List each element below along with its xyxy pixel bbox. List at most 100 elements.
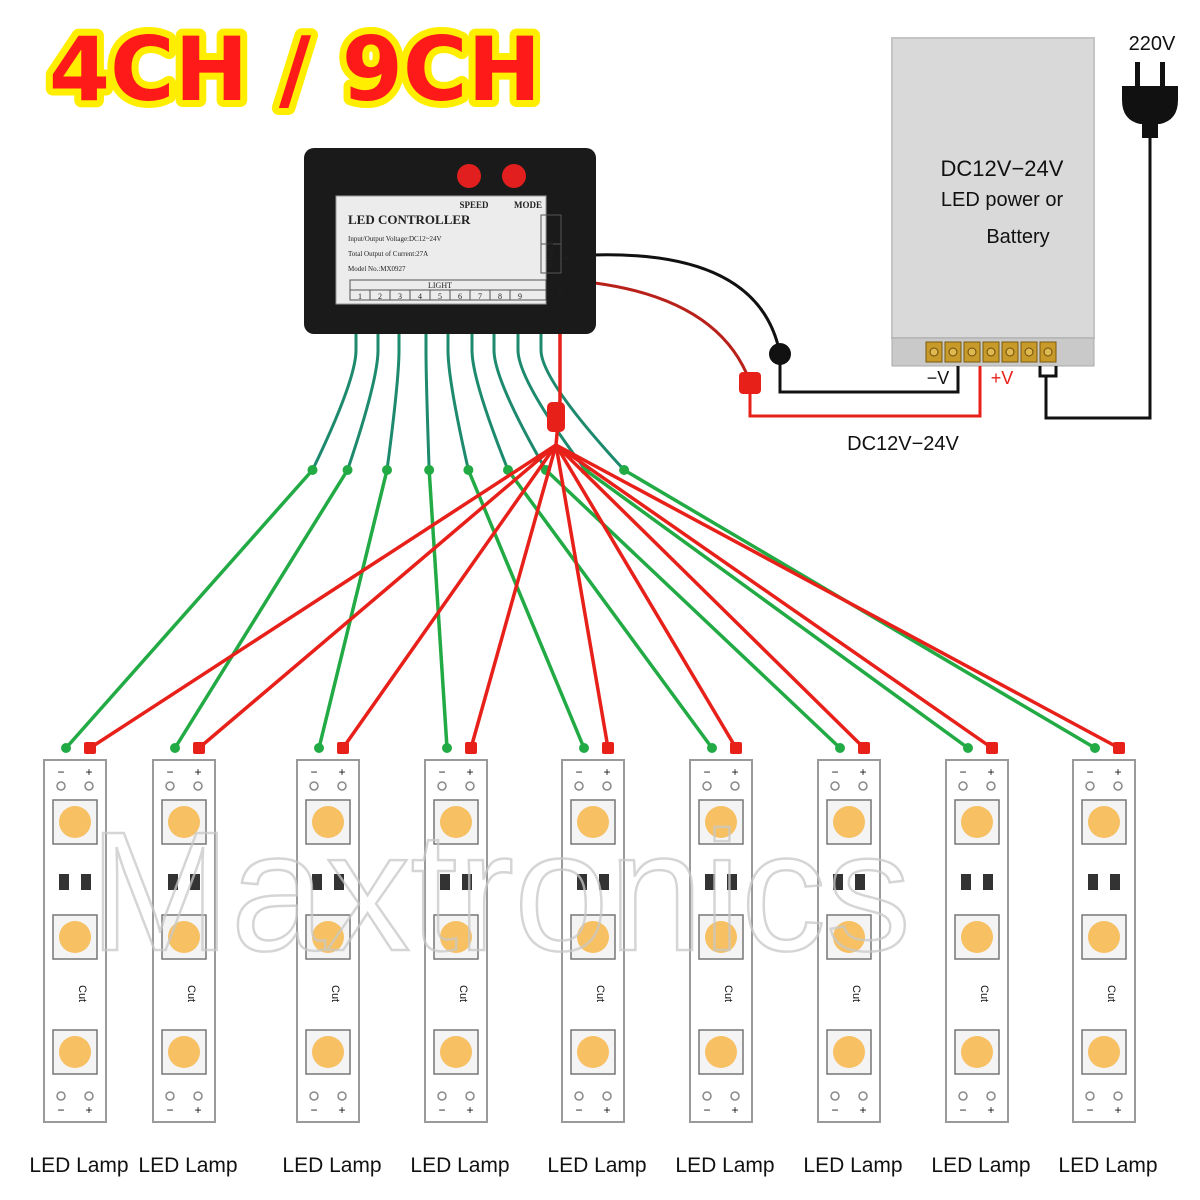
psu-pos-terminal-label: +V: [991, 368, 1014, 388]
channel-lead: [385, 334, 401, 471]
strip-minus-label: −: [310, 1103, 317, 1117]
watermark: Maxtronics: [89, 797, 911, 987]
speed-button-label: SPEED: [459, 200, 489, 210]
positive-wire: [89, 443, 557, 750]
led-strip: −+Cut−+LED Lamp: [29, 759, 129, 1177]
supply-wiring: DC12V−24V: [591, 253, 982, 455]
channel-number: 2: [378, 292, 382, 301]
strip-minus-label: −: [438, 765, 445, 779]
led-lamp-label: LED Lamp: [282, 1154, 381, 1177]
led-strip: −+Cut−+LED Lamp: [410, 759, 510, 1177]
controller-plus-terminal: +: [557, 289, 563, 300]
supply-voltage-label: DC12V−24V: [847, 433, 959, 455]
power-plus: +: [563, 254, 569, 265]
psu-terminal-block: [925, 341, 1057, 363]
strip-cut-mark: Cut: [185, 985, 197, 1002]
strip-plus-label: +: [466, 765, 473, 779]
strip-plus-label: +: [466, 1103, 473, 1117]
led-strip: −+Cut−+LED Lamp: [138, 759, 238, 1177]
channel-number: 9: [518, 292, 522, 301]
wire-joint: [382, 465, 392, 475]
psu-neg-terminal-label: −V: [927, 368, 950, 388]
led-chip: [961, 921, 993, 953]
led-chip: [312, 921, 344, 953]
mains-voltage-label: 220V: [1129, 33, 1176, 55]
led-lamp-label: LED Lamp: [675, 1154, 774, 1177]
negative-wire: [544, 468, 842, 750]
strip-plus-label: +: [85, 765, 92, 779]
psu-label-battery: Battery: [986, 226, 1049, 248]
wire-joint: [307, 465, 318, 475]
strip-pos-connector: [193, 742, 205, 754]
strip-pos-connector: [858, 742, 870, 754]
strip-pos-connector: [84, 742, 96, 754]
led-chip: [168, 1036, 200, 1068]
led-chip: [59, 806, 91, 838]
channel-number: 8: [498, 292, 502, 301]
black-wire-connector: [769, 343, 791, 365]
psu-label-type: LED power or: [941, 189, 1064, 211]
positive-wire: [555, 443, 993, 750]
led-lamp-label: LED Lamp: [29, 1154, 128, 1177]
strip-minus-label: −: [575, 1103, 582, 1117]
led-chip: [705, 921, 737, 953]
strip-plus-label: +: [731, 765, 738, 779]
led-chip: [1088, 806, 1120, 838]
strip-cut-mark: Cut: [850, 985, 862, 1002]
positive-wire: [554, 444, 610, 749]
led-lamp-label: LED Lamp: [410, 1154, 509, 1177]
strip-neg-connector: [442, 743, 452, 753]
strip-neg-connector: [835, 743, 845, 753]
strip-minus-label: −: [703, 1103, 710, 1117]
positive-wire: [555, 443, 1120, 750]
led-chip: [59, 921, 91, 953]
strip-plus-label: +: [194, 1103, 201, 1117]
led-chip: [577, 921, 609, 953]
strip-plus-label: +: [731, 1103, 738, 1117]
strip-neg-connector: [963, 743, 973, 753]
wire-joint: [619, 465, 630, 475]
led-chip: [577, 1036, 609, 1068]
led-chip: [1088, 921, 1120, 953]
channel-lead: [516, 334, 587, 471]
channel-number: 7: [478, 292, 482, 301]
strip-pos-connector: [986, 742, 998, 754]
led-chip: [833, 1036, 865, 1068]
controller-spec-current: Total Output of Current:27A: [348, 250, 428, 258]
negative-wire: [64, 468, 314, 750]
led-chip: [833, 806, 865, 838]
negative-wire: [584, 468, 970, 750]
red-wire-connector: [739, 372, 761, 394]
led-strips: − + Cut − + LED Lamp − + Cut − + LED Lamp − + Cut − + LED…: [29, 759, 1158, 1177]
led-chip: [577, 806, 609, 838]
strip-minus-label: −: [959, 765, 966, 779]
speed-button[interactable]: [457, 164, 481, 188]
led-lamp-label: LED Lamp: [1058, 1154, 1157, 1177]
strip-plus-label: +: [338, 765, 345, 779]
led-chip: [168, 921, 200, 953]
strip-plus-label: +: [987, 1103, 994, 1117]
led-strip: −+Cut−+LED Lamp: [931, 759, 1031, 1177]
negative-wire: [317, 469, 389, 749]
channel-number: 3: [398, 292, 402, 301]
led-chip: [312, 806, 344, 838]
positive-wire: [469, 444, 558, 749]
strip-minus-label: −: [310, 765, 317, 779]
channel-lead: [346, 334, 380, 471]
wire-joint: [424, 465, 435, 475]
strip-plus-label: +: [1114, 1103, 1121, 1117]
led-chip: [961, 1036, 993, 1068]
mode-button[interactable]: [502, 164, 526, 188]
led-strip: − + Cut − + LED Lamp: [282, 759, 382, 1177]
strip-plus-label: +: [338, 1103, 345, 1117]
channel-lead: [311, 334, 358, 471]
strip-cut-mark: Cut: [329, 985, 341, 1002]
channel-number: 5: [438, 292, 442, 301]
led-strip: −+Cut−+LED Lamp: [803, 759, 903, 1177]
led-chip: [440, 1036, 472, 1068]
channel-lead: [446, 334, 470, 471]
strip-neg-connector: [707, 743, 717, 753]
strip-minus-label: −: [831, 1103, 838, 1117]
